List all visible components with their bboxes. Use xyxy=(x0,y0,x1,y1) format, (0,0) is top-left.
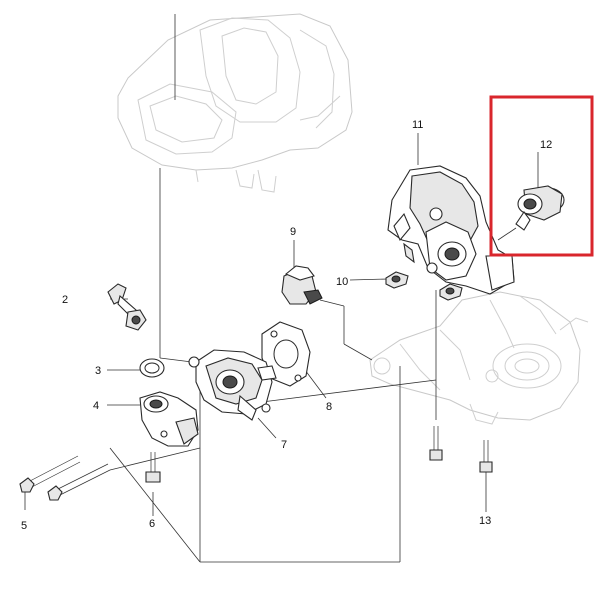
callout-12: 12 xyxy=(540,139,552,151)
gasket-part xyxy=(261,321,311,387)
short-bolt-part xyxy=(145,452,161,483)
highlight-box xyxy=(489,95,594,257)
crankcase-ghost xyxy=(369,291,589,425)
intake-adapter-part xyxy=(387,165,515,295)
callout-9: 9 xyxy=(290,226,296,238)
callout-2: 2 xyxy=(62,294,68,306)
cylinder-cover-ghost xyxy=(117,13,353,193)
bolts-part xyxy=(429,426,493,473)
callout-5: 5 xyxy=(21,520,27,532)
primer-bulb-part xyxy=(281,265,323,305)
long-screws-part xyxy=(19,455,111,501)
carburetor-part xyxy=(188,349,277,421)
callout-4: 4 xyxy=(93,400,99,412)
intake-boot-part xyxy=(515,185,565,231)
callout-3: 3 xyxy=(95,365,101,377)
callout-11: 11 xyxy=(412,119,423,131)
nut-part-lower xyxy=(439,283,463,301)
callout-13: 13 xyxy=(479,515,491,527)
callout-7: 7 xyxy=(281,439,287,451)
o-ring-part xyxy=(139,358,165,378)
callout-8: 8 xyxy=(326,401,332,413)
callout-6: 6 xyxy=(149,518,155,530)
nut-part xyxy=(385,271,409,289)
filter-holder-part xyxy=(139,391,199,447)
choke-lever-part xyxy=(107,283,147,331)
callout-10: 10 xyxy=(336,276,348,288)
